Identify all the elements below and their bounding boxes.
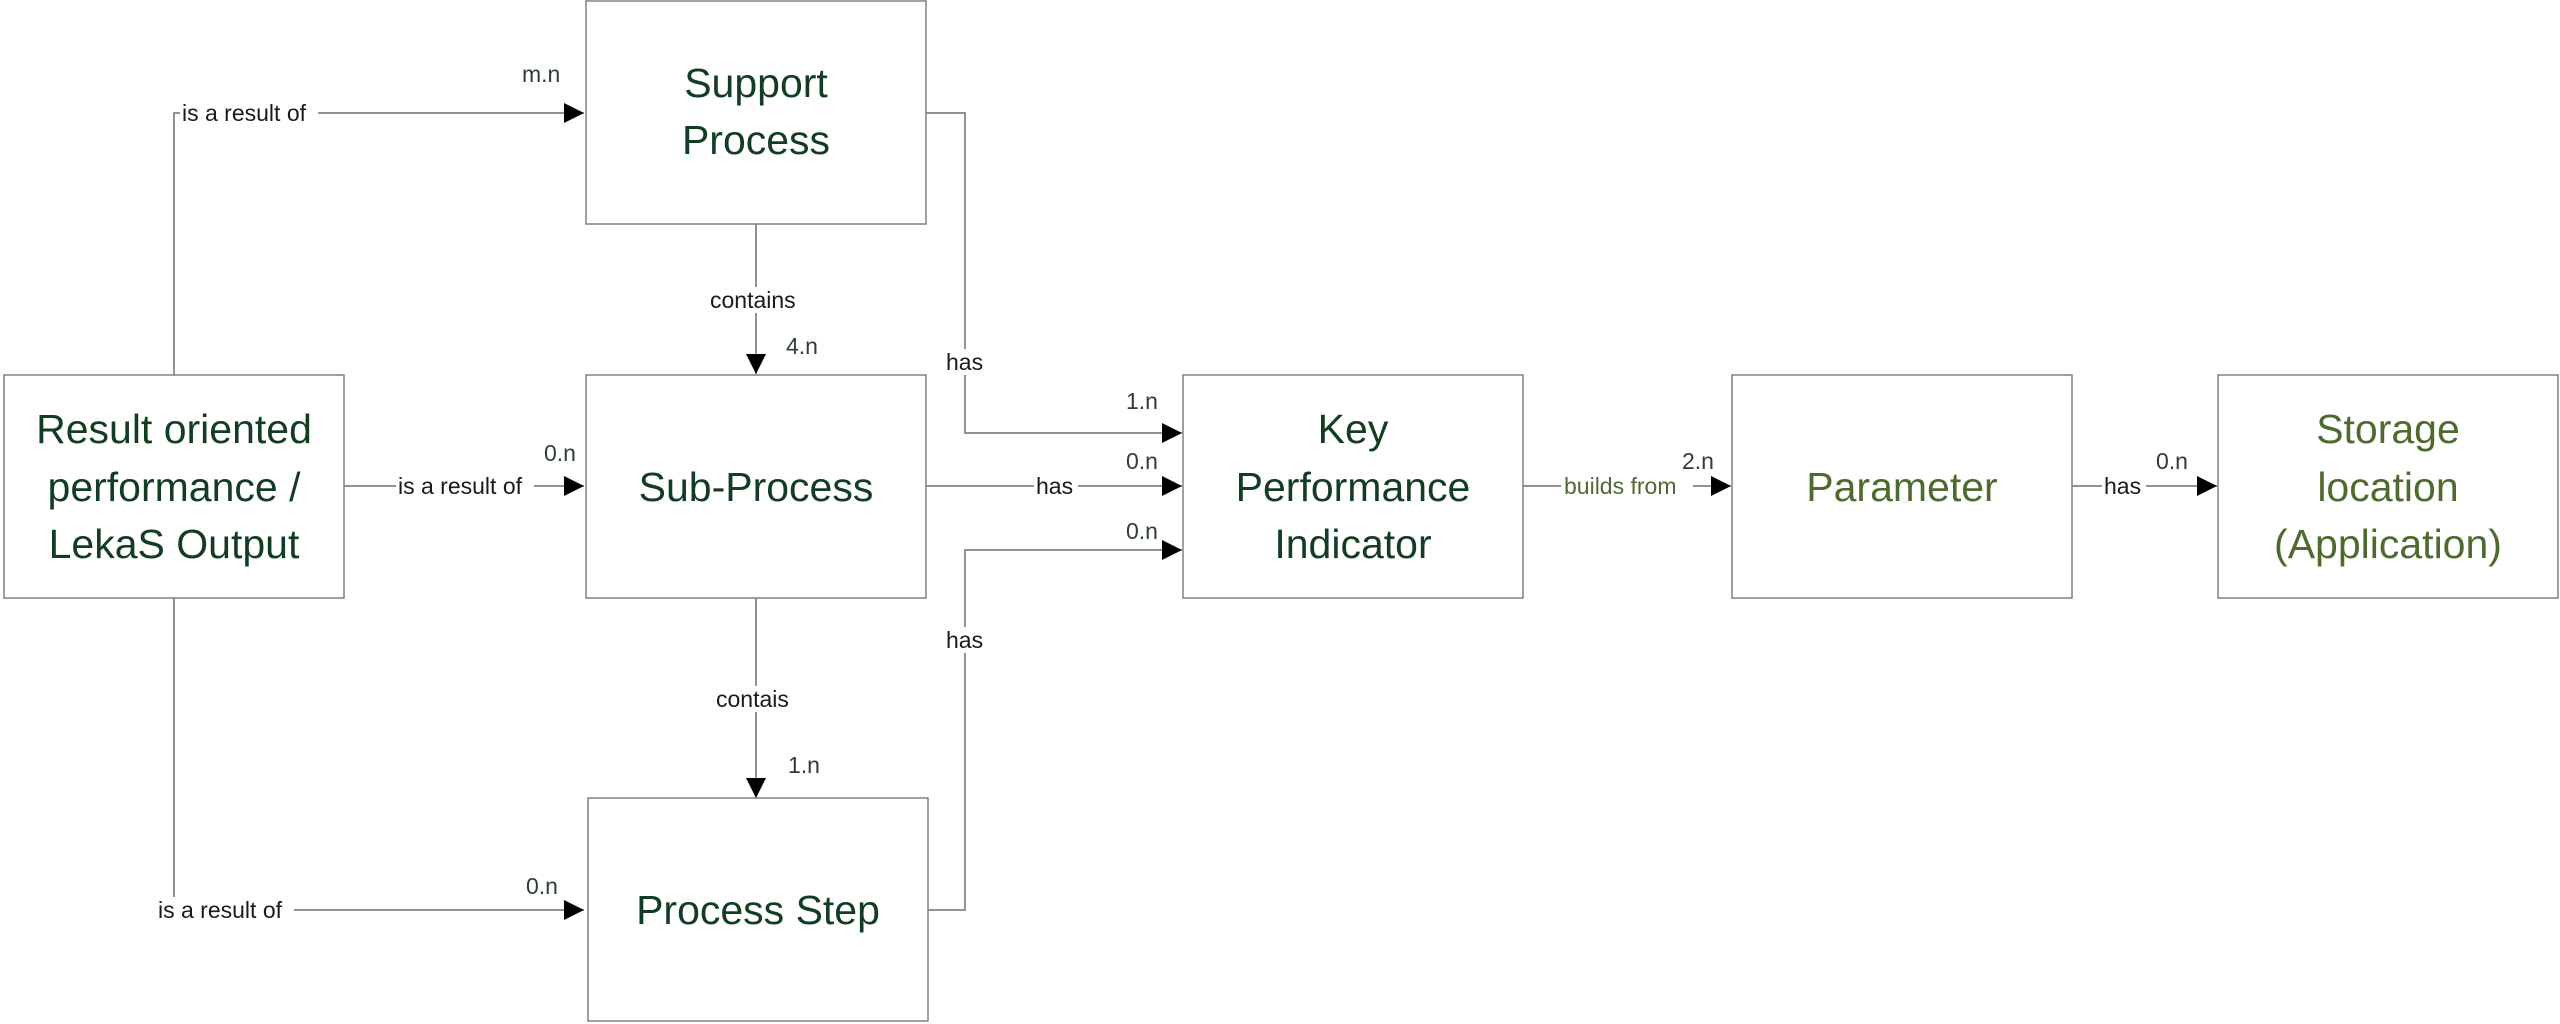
multiplicity-result-processstep: 0.n: [526, 873, 558, 899]
node-result-line-1: Result oriented: [36, 406, 312, 452]
multiplicity-subprocess-kpi: 0.n: [1126, 448, 1158, 474]
node-process-step: Process Step: [587, 797, 929, 1022]
node-kpi: Key Performance Indicator: [1182, 374, 1524, 599]
multiplicity-result-support: m.n: [522, 61, 560, 87]
node-subprocess-line-1: Sub-Process: [639, 464, 874, 510]
edge-label-support-subprocess: contains: [710, 287, 796, 313]
edge-label-support-kpi: has: [946, 349, 983, 375]
node-parameter: Parameter: [1731, 374, 2073, 599]
multiplicity-support-subprocess: 4.n: [786, 333, 818, 359]
edge-label-kpi-parameter: builds from: [1564, 473, 1676, 499]
edge-label-processstep-kpi: has: [946, 627, 983, 653]
multiplicity-support-kpi: 1.n: [1126, 388, 1158, 414]
edge-label-result-support: is a result of: [182, 100, 307, 126]
edge-result-to-processstep: [173, 598, 584, 920]
node-storage-line-3: (Application): [2274, 521, 2502, 567]
node-support-process: Support Process: [585, 0, 927, 225]
node-sub-process: Sub-Process: [585, 374, 927, 599]
edge-label-subprocess-processstep: contais: [716, 686, 789, 712]
edge-label-result-processstep: is a result of: [158, 897, 283, 923]
edge-support-to-kpi: [926, 112, 1182, 443]
multiplicity-result-subprocess: 0.n: [544, 440, 576, 466]
node-result-line-2: performance /: [48, 464, 302, 510]
node-result: Result oriented performance / LekaS Outp…: [3, 374, 345, 599]
edge-label-subprocess-kpi: has: [1036, 473, 1073, 499]
node-kpi-line-1: Key: [1318, 406, 1389, 452]
edge-result-to-support: [173, 103, 584, 375]
node-parameter-line-1: Parameter: [1806, 464, 1997, 510]
edge-label-result-subprocess: is a result of: [398, 473, 523, 499]
node-result-line-3: LekaS Output: [49, 521, 300, 567]
node-kpi-line-2: Performance: [1236, 464, 1471, 510]
node-storage-location: Storage location (Application): [2217, 374, 2559, 599]
node-support-line-2: Process: [682, 117, 830, 163]
multiplicity-processstep-kpi: 0.n: [1126, 518, 1158, 544]
edge-label-parameter-storage: has: [2104, 473, 2141, 499]
multiplicity-parameter-storage: 0.n: [2156, 448, 2188, 474]
edge-processstep-to-kpi: [928, 540, 1182, 911]
node-processstep-line-1: Process Step: [636, 887, 880, 933]
multiplicity-kpi-parameter: 2.n: [1682, 448, 1714, 474]
node-kpi-line-3: Indicator: [1274, 521, 1431, 567]
node-storage-line-2: location: [2317, 464, 2458, 510]
multiplicity-subprocess-processstep: 1.n: [788, 752, 820, 778]
node-support-line-1: Support: [684, 60, 828, 106]
node-storage-line-1: Storage: [2316, 406, 2460, 452]
